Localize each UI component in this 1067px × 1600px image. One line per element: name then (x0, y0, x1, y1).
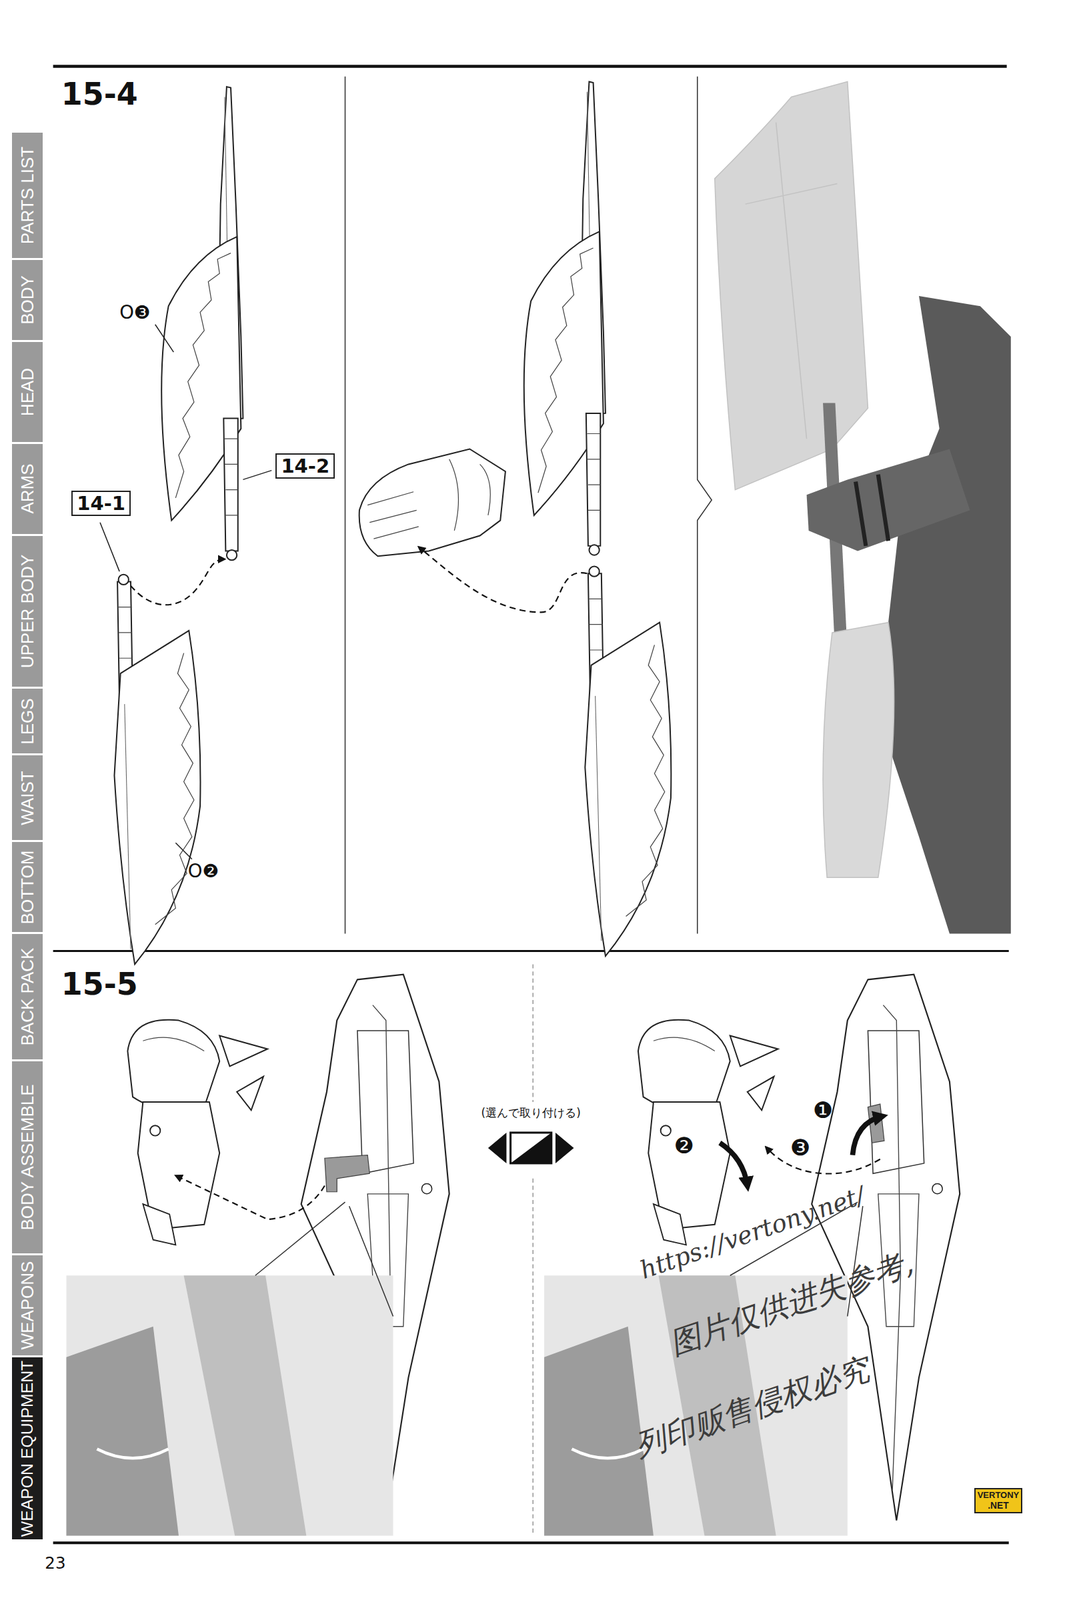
illustration-shape (524, 81, 606, 555)
logo-text: .NET (977, 1501, 1020, 1512)
illustration-shape (745, 122, 838, 439)
illustration-shape (532, 964, 534, 1103)
illustration-shape (855, 474, 889, 547)
illustration-shape (719, 1143, 747, 1186)
tab-label: WEAPON EQUIPMENT (19, 1360, 37, 1538)
part-callout: O❸ (119, 302, 151, 323)
part-callout: O❷ (188, 860, 219, 881)
illustration-shape (127, 1020, 268, 1246)
page-number: 23 (44, 1555, 66, 1574)
part-number: 14-2 (280, 454, 330, 478)
part-number-box: 14-1 (71, 490, 131, 517)
illustration-shape (53, 950, 1009, 953)
order-number: ❷ (674, 1133, 695, 1159)
watermark: https://vertony.net/ (636, 1182, 868, 1285)
illustration-shape (822, 622, 895, 879)
illustration-shape (184, 1275, 307, 1536)
illustration-shape (175, 842, 192, 859)
illustration-shape (255, 1202, 394, 1317)
section-tab: ARMS (12, 444, 43, 535)
illustration-shape (714, 81, 869, 490)
tab-label: WEAPONS (18, 1261, 37, 1351)
brand-logo: VERTONY.NET (974, 1488, 1023, 1514)
illustration-shape (584, 566, 671, 957)
part-number-box: 14-2 (275, 453, 335, 479)
tab-label: BACK PACK (18, 948, 37, 1047)
illustration-shape (359, 448, 506, 557)
illustration-shape (96, 1449, 169, 1459)
step-number: 15-5 (61, 967, 139, 1002)
illustration-shape (878, 296, 1011, 935)
illustration-shape (765, 1147, 880, 1174)
section-tab: UPPER BODY (12, 536, 43, 688)
tab-label: LEGS (18, 698, 37, 745)
illustration-shape (130, 559, 225, 606)
step-number: 15-4 (61, 77, 139, 112)
illustration-shape (53, 1541, 1009, 1545)
section-tab: WEAPON EQUIPMENT (12, 1357, 43, 1540)
tab-label: HEAD (18, 368, 37, 417)
section-tab: BACK PACK (12, 934, 43, 1060)
illustration-shape (418, 546, 588, 613)
logo-text: VERTONY (977, 1491, 1020, 1501)
illustration-shape (161, 86, 243, 561)
tab-label: BODY ASSEMBLE (18, 1085, 37, 1232)
illustration-shape (571, 1449, 643, 1459)
section-tab: BOTTOM (12, 842, 43, 933)
illustration-shape (555, 1133, 575, 1164)
section-tab: HEAD (12, 342, 43, 443)
section-tab: WAIST (12, 755, 43, 841)
section-tab: LEGS (12, 688, 43, 754)
tab-label: WAIST (18, 770, 37, 825)
watermark: 列印贩售侵权必究 (630, 1351, 873, 1464)
illustration-shape (638, 1020, 779, 1246)
tab-label: ARMS (18, 464, 37, 515)
illustration-shape (66, 1275, 394, 1536)
section-tab: BODY ASSEMBLE (12, 1061, 43, 1254)
illustration-shape (53, 64, 1007, 69)
illustration-shape (175, 1175, 325, 1220)
order-number: ❸ (790, 1135, 811, 1161)
part-number: 14-1 (76, 492, 126, 515)
section-tab: PARTS LIST (12, 132, 43, 259)
illustration-shape (510, 1133, 552, 1164)
illustration-shape (697, 76, 712, 935)
section-tab: WEAPONS (12, 1255, 43, 1356)
tab-label: UPPER BODY (18, 554, 37, 669)
section-tab: BODY (12, 260, 43, 340)
order-number: ❶ (812, 1098, 833, 1124)
illustration-shape (155, 324, 175, 353)
tab-label: PARTS LIST (18, 146, 37, 245)
illustration-shape (66, 1327, 179, 1537)
illustration-shape (806, 448, 971, 551)
illustration-shape (488, 1133, 507, 1164)
illustration-shape (114, 574, 201, 965)
illustration-shape (532, 1179, 534, 1537)
illustration-shape (100, 522, 120, 572)
illustration-shape (344, 76, 347, 935)
tab-label: BODY (18, 275, 37, 325)
illustration-shape (367, 459, 491, 539)
illustration-shape (510, 1133, 552, 1164)
tab-label: BOTTOM (18, 850, 37, 925)
illustration-shape (852, 1116, 882, 1156)
illustration-shape (324, 1155, 370, 1193)
illustration-shape (242, 470, 272, 481)
option-note: (選んで取り付ける) (481, 1107, 581, 1120)
